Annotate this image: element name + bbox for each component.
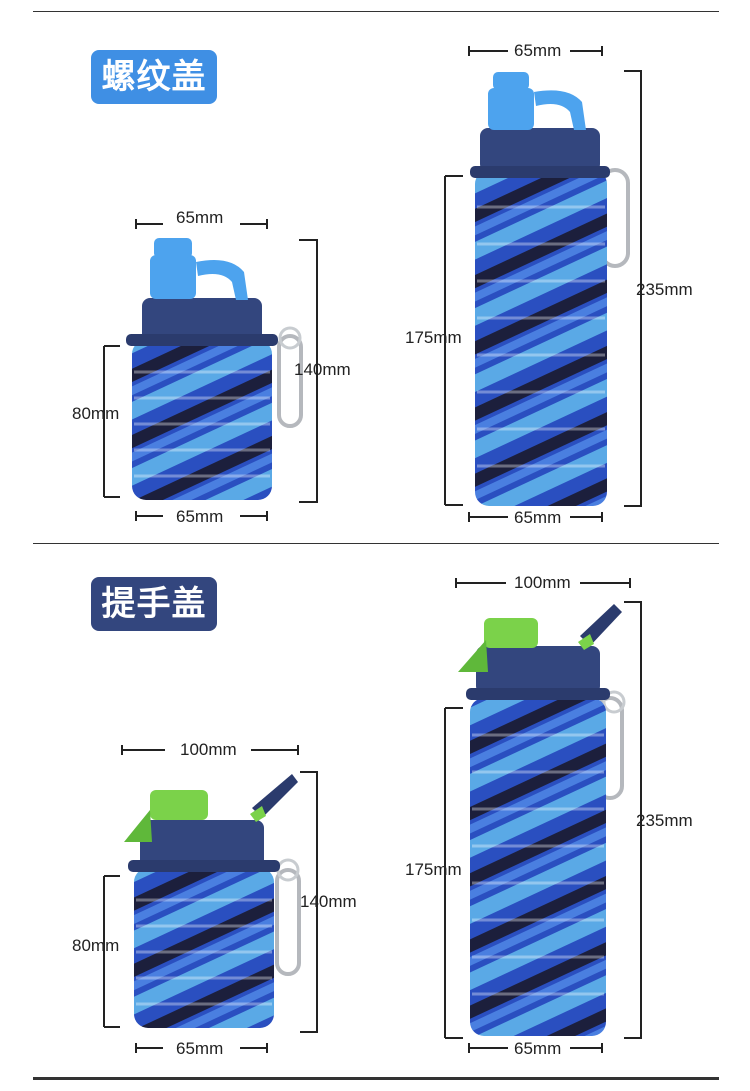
screw-lid	[126, 298, 278, 346]
spout-cap	[488, 72, 586, 130]
bottom-divider	[33, 1077, 719, 1080]
dim-body-height: 80mm	[72, 404, 120, 423]
dim-width-top: 100mm	[180, 740, 237, 759]
middle-divider	[33, 543, 719, 544]
bottle-body	[132, 340, 272, 500]
screw-lid	[128, 820, 280, 872]
section-title-handle-cap: 提手盖	[91, 577, 217, 631]
bottle-body	[134, 868, 274, 1028]
large-bottle-handle-cap	[458, 604, 626, 1036]
dimension-lines-section2-small	[103, 745, 318, 1053]
small-bottle-handle-cap	[124, 774, 301, 1028]
dim-body-height: 175mm	[405, 328, 462, 347]
carabiner-clip	[277, 326, 303, 428]
large-bottle-screw-cap	[470, 72, 630, 506]
dim-total-height: 235mm	[636, 280, 693, 299]
carabiner-clip	[275, 858, 301, 976]
flip-lid	[124, 774, 298, 842]
dim-width-top: 65mm	[514, 41, 562, 60]
dim-total-height: 140mm	[294, 360, 351, 379]
dimension-lines-section1-large	[444, 46, 642, 522]
dim-width-bottom: 65mm	[514, 1039, 562, 1058]
bottle-body	[475, 170, 607, 506]
top-divider	[33, 11, 719, 12]
dim-width-top: 100mm	[514, 573, 571, 592]
small-bottle-screw-cap	[126, 238, 303, 500]
dimension-lines-section1-small	[103, 219, 318, 521]
dim-width-bottom: 65mm	[514, 508, 562, 527]
bottle-body	[470, 698, 606, 1036]
screw-lid	[470, 128, 610, 178]
flip-lid	[458, 604, 622, 672]
dim-body-height: 80mm	[72, 936, 120, 955]
dim-width-bottom: 65mm	[176, 507, 224, 526]
dim-width-top: 65mm	[176, 208, 224, 227]
dim-total-height: 235mm	[636, 811, 693, 830]
dimension-lines-section2-large	[444, 578, 642, 1053]
dim-body-height: 175mm	[405, 860, 462, 879]
spout-cap	[150, 238, 248, 300]
screw-lid	[466, 646, 610, 700]
section-title-screw-cap: 螺纹盖	[91, 50, 217, 104]
dim-total-height: 140mm	[300, 892, 357, 911]
dim-width-bottom: 65mm	[176, 1039, 224, 1058]
